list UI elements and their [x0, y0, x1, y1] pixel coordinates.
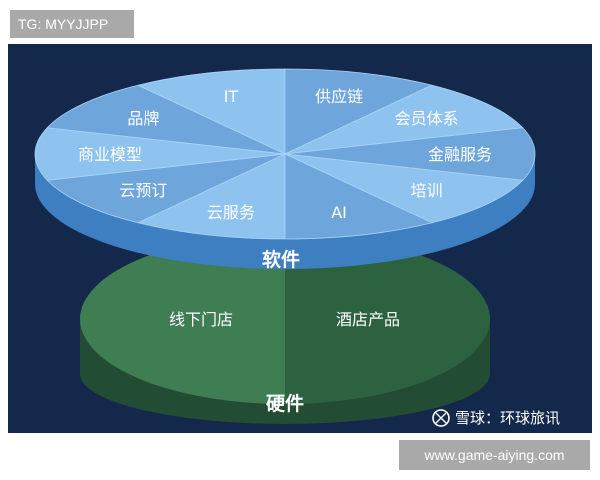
top-disc-segment	[46, 84, 286, 155]
top-disc-segment	[136, 153, 286, 240]
hardware-label: 硬件	[266, 392, 304, 415]
segment-label: 云预订	[119, 181, 167, 200]
segment-label: 金融服务	[428, 145, 492, 164]
bottom-disc-left-half	[80, 234, 285, 404]
segment-label: 云服务	[207, 203, 255, 222]
segment-label: 供应链	[315, 87, 363, 106]
top-disc-segment	[46, 153, 286, 224]
segment-label: 会员体系	[395, 109, 459, 128]
bottom-disc-right-half	[285, 234, 490, 404]
hotel-product-label: 酒店产品	[336, 310, 400, 329]
footer-url: www.game-aiying.com	[399, 440, 590, 470]
offline-store-label: 线下门店	[169, 310, 233, 329]
segment-label: 品牌	[127, 109, 159, 128]
segment-label: IT	[224, 87, 239, 106]
segment-label: 培训	[411, 181, 443, 200]
xueqiu-logo-mark	[435, 412, 447, 424]
diagram-panel: 线下门店 酒店产品 硬件 IT 供应链会员体系金融服务培训 AI 云服务 云预订 商业模型…	[8, 44, 592, 433]
top-disc-segment	[284, 127, 536, 181]
watermark-text: 雪球：环球旅讯	[455, 409, 560, 427]
top-disc-segment	[34, 127, 286, 181]
tg-badge: TG: MYYJJPP	[10, 10, 134, 38]
segment-label: 商业模型	[78, 145, 142, 164]
top-disc-segment	[284, 153, 434, 240]
top-disc-segments	[34, 68, 536, 240]
top-disc-segment	[284, 68, 434, 155]
top-disc-segment	[136, 68, 286, 155]
watermark: 雪球：环球旅讯	[432, 409, 560, 427]
top-disc-segment	[284, 153, 524, 224]
xueqiu-logo-icon	[432, 409, 450, 427]
segment-label: AI	[331, 203, 347, 222]
top-disc-segment	[284, 84, 524, 155]
bottom-disc: 线下门店 酒店产品 硬件	[80, 234, 490, 424]
software-label: 软件	[262, 248, 300, 271]
